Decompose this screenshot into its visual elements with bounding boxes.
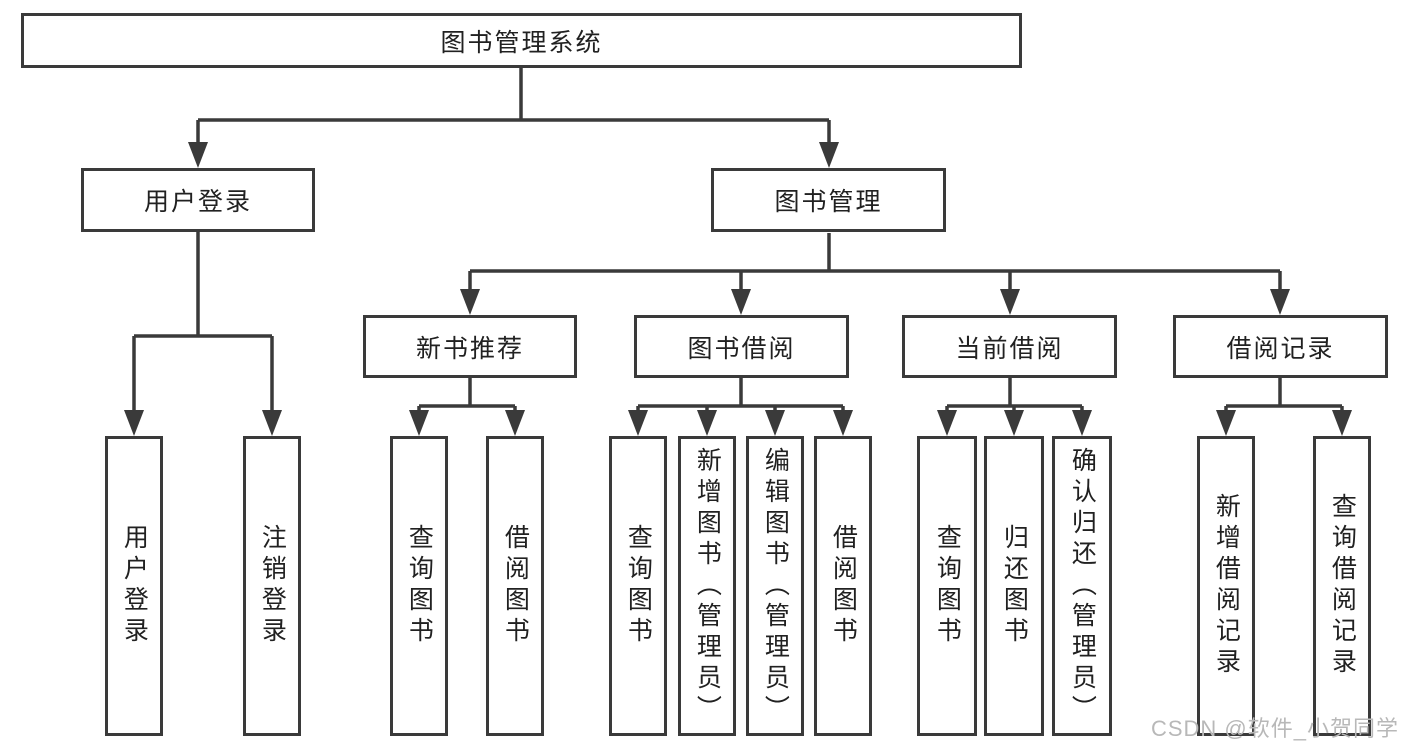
leaf-query-books-3: 查询图书: [917, 436, 977, 736]
leaf-user-login: 用户登录: [105, 436, 163, 736]
leaf-borrow-books-1: 借阅图书: [486, 436, 544, 736]
node-new-book-recommend: 新书推荐: [363, 315, 577, 378]
arrowheads: [124, 142, 1352, 436]
leaf-query-borrow-record: 查询借阅记录: [1313, 436, 1371, 736]
leaf-query-books-1: 查询图书: [390, 436, 448, 736]
leaf-add-book-admin: 新增图书（管理员）: [678, 436, 736, 736]
leaf-borrow-books-2: 借阅图书: [814, 436, 872, 736]
node-borrow-record: 借阅记录: [1173, 315, 1388, 378]
csdn-watermark: CSDN @软件_小贺同学: [1150, 716, 1399, 741]
node-root-system: 图书管理系统: [21, 13, 1022, 68]
node-book-borrow: 图书借阅: [634, 315, 849, 378]
leaf-confirm-return-admin: 确认归还（管理员）: [1052, 436, 1112, 736]
node-user-login-branch: 用户登录: [81, 168, 315, 232]
node-book-management-branch: 图书管理: [711, 168, 946, 232]
leaf-add-borrow-record: 新增借阅记录: [1197, 436, 1255, 736]
leaf-logout: 注销登录: [243, 436, 301, 736]
leaf-edit-book-admin: 编辑图书（管理员）: [746, 436, 804, 736]
leaf-return-book: 归还图书: [984, 436, 1044, 736]
node-current-borrow: 当前借阅: [902, 315, 1117, 378]
leaf-query-books-2: 查询图书: [609, 436, 667, 736]
